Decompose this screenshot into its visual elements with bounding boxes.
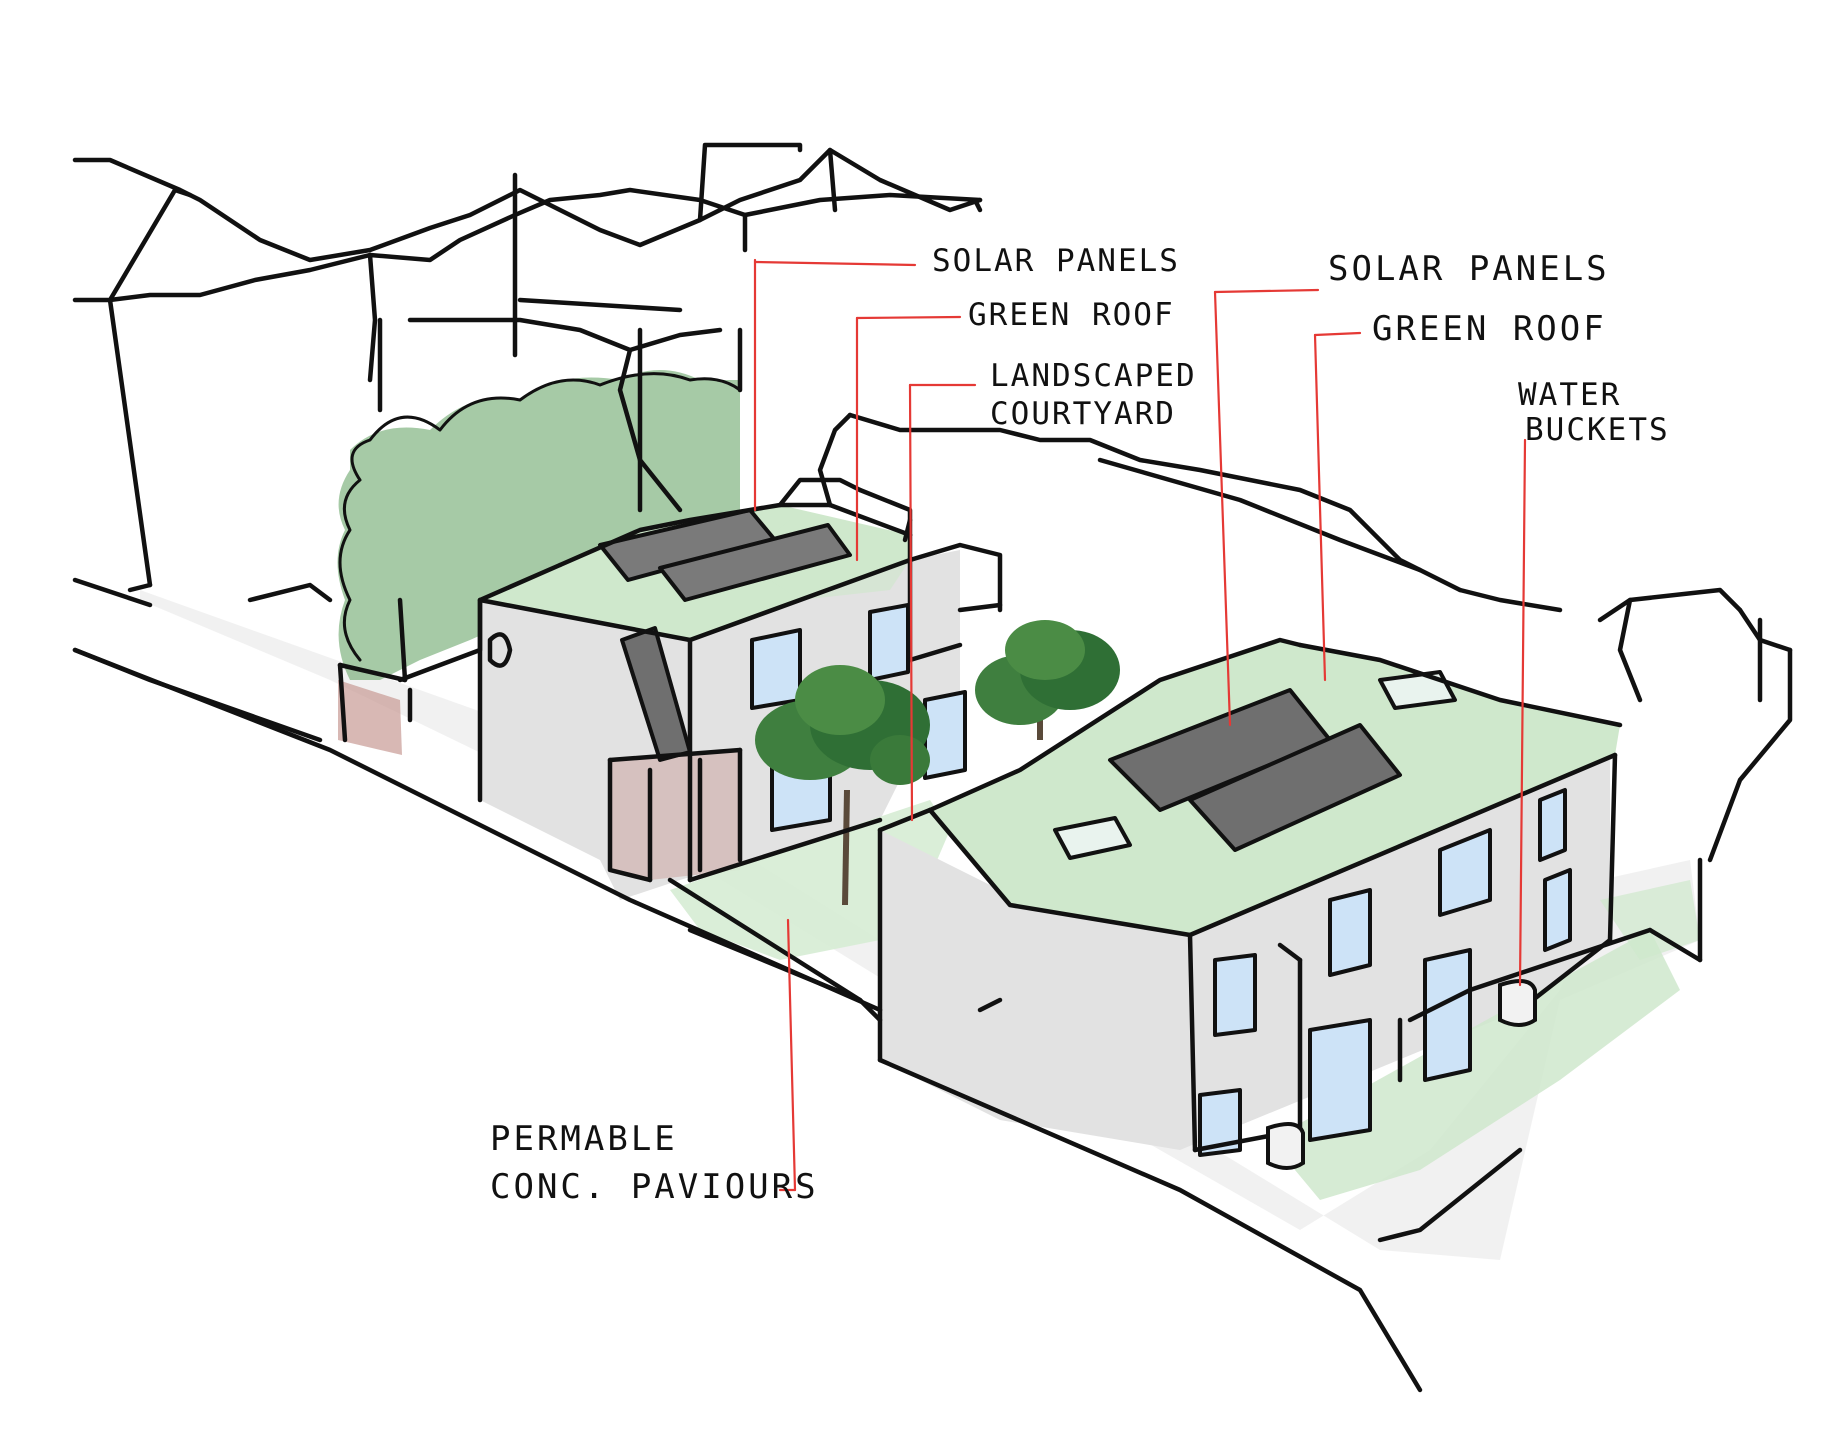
window-right-5 xyxy=(1198,1088,1242,1157)
rooflight-right-2 xyxy=(1053,816,1132,860)
left-building-wall-wash xyxy=(480,550,960,900)
window-right-4 xyxy=(1538,788,1567,862)
solar-panel-right-2 xyxy=(1188,723,1402,852)
window-left-3 xyxy=(923,690,967,780)
window-right-2 xyxy=(1328,888,1372,977)
window-left-1 xyxy=(750,628,802,710)
color-washes xyxy=(140,370,1700,1260)
window-right-3 xyxy=(1438,828,1492,917)
trees xyxy=(755,620,1120,906)
label-water: WATER xyxy=(1518,377,1621,413)
leader-solar-left-h xyxy=(753,260,917,267)
window-right-6 xyxy=(1543,868,1572,952)
label-conc-paviours: CONC. PAVIOURS xyxy=(490,1167,819,1207)
label-courtyard: COURTYARD xyxy=(990,396,1176,432)
leader-pavers xyxy=(786,918,797,1192)
rooflight-right-1 xyxy=(1378,670,1457,710)
leader-court xyxy=(908,383,914,822)
label-green-roof-left: GREEN ROOF xyxy=(968,297,1175,333)
leader-green-right xyxy=(1313,333,1327,682)
label-solar-panels-left: SOLAR PANELS xyxy=(932,243,1180,279)
door-right-2 xyxy=(1423,948,1472,1082)
water-buckets xyxy=(1266,979,1537,1170)
leader-lines xyxy=(753,258,1527,1192)
annotation-labels: SOLAR PANELS GREEN ROOF LANDSCAPED COURT… xyxy=(490,243,1670,1207)
leader-water xyxy=(1518,438,1527,987)
label-buckets: BUCKETS xyxy=(1525,412,1670,448)
water-bucket-1 xyxy=(1498,979,1537,1027)
solar-panel-left-2 xyxy=(658,523,852,602)
left-wall-brick xyxy=(338,680,402,755)
right-lawn-wash xyxy=(1600,880,1700,960)
entry-brick xyxy=(610,750,740,880)
solar-panels xyxy=(598,508,1457,860)
label-permable: PERMABLE xyxy=(490,1119,678,1159)
window-left-2 xyxy=(868,603,910,682)
label-landscaped: LANDSCAPED xyxy=(990,358,1197,394)
tree-courtyard-back xyxy=(975,620,1120,740)
window-right-1 xyxy=(1213,953,1257,1037)
door-right-1 xyxy=(1308,1018,1372,1142)
right-yard-wash xyxy=(1270,930,1680,1200)
leader-solar-right xyxy=(1213,290,1232,727)
leader-green-left-h xyxy=(855,315,962,320)
leader-solar-right-h xyxy=(1213,288,1320,294)
linework xyxy=(72,142,1793,1393)
label-solar-panels-right: SOLAR PANELS xyxy=(1328,249,1610,289)
label-green-roof-right: GREEN ROOF xyxy=(1372,309,1607,349)
leader-green-right-h xyxy=(1313,331,1362,337)
water-bucket-2 xyxy=(1266,1122,1305,1170)
tree-courtyard-front xyxy=(755,665,930,906)
